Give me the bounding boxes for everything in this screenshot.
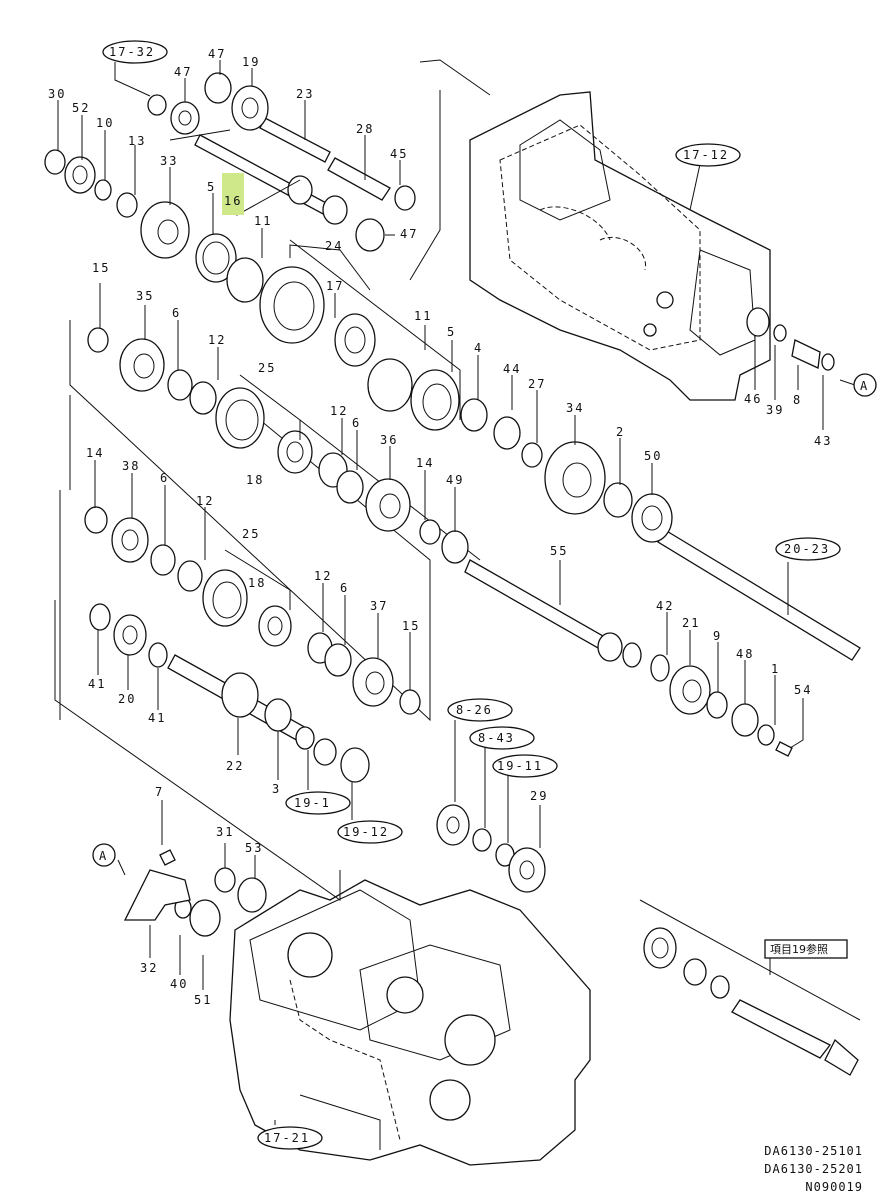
- callout-30: 30: [48, 87, 66, 101]
- callout-38: 38: [122, 459, 140, 473]
- callout-35: 35: [136, 289, 154, 303]
- callout-42: 42: [656, 599, 674, 613]
- ref-marker-a-right: A: [860, 379, 869, 393]
- callout-54: 54: [794, 683, 812, 697]
- callout-33: 33: [160, 154, 178, 168]
- drawing-code-1: DA6130-25101: [764, 1144, 863, 1158]
- transmission-case-lower: [229, 879, 591, 1166]
- callout-25b: 25: [242, 527, 260, 541]
- callout-32: 32: [140, 961, 158, 975]
- callout-41a: 41: [88, 677, 106, 691]
- callout-25a: 25: [258, 361, 276, 375]
- callout-15b: 15: [402, 619, 420, 633]
- callout-8-26: 8-26: [456, 703, 493, 717]
- callout-2: 2: [616, 425, 625, 439]
- callout-29: 29: [530, 789, 548, 803]
- callout-34: 34: [566, 401, 584, 415]
- callout-47c: 47: [400, 227, 418, 241]
- callout-7: 7: [155, 785, 164, 799]
- callout-5b: 5: [447, 325, 456, 339]
- callout-11b: 11: [414, 309, 432, 323]
- callout-1: 1: [771, 662, 780, 676]
- part-number-labels: 30 52 10 13 33 47 47 19 23 28 45 47 5 16…: [48, 45, 869, 1145]
- callout-21: 21: [682, 616, 700, 630]
- callout-9: 9: [713, 629, 722, 643]
- callout-12a: 12: [208, 333, 226, 347]
- circle-callouts: [92, 40, 877, 1150]
- callout-3: 3: [272, 782, 281, 796]
- callout-14b: 14: [86, 446, 104, 460]
- leader-lines: [57, 60, 856, 1125]
- callout-12c: 12: [196, 494, 214, 508]
- callout-6c: 6: [160, 471, 169, 485]
- callout-36: 36: [380, 433, 398, 447]
- drawing-code-2: DA6130-25201: [764, 1162, 863, 1176]
- callout-17-32: 17-32: [109, 45, 155, 59]
- callout-31: 31: [216, 825, 234, 839]
- callout-19-12: 19-12: [343, 825, 389, 839]
- callout-27: 27: [528, 377, 546, 391]
- callout-18b: 18: [248, 576, 266, 590]
- reference-note: 項目19参照: [770, 942, 828, 956]
- callout-23: 23: [296, 87, 314, 101]
- callout-50: 50: [644, 449, 662, 463]
- callout-24: 24: [325, 239, 343, 253]
- callout-17-21: 17-21: [264, 1131, 310, 1145]
- callout-53: 53: [245, 841, 263, 855]
- callout-52: 52: [72, 101, 90, 115]
- callout-48: 48: [736, 647, 754, 661]
- callout-22: 22: [226, 759, 244, 773]
- callout-17-12: 17-12: [683, 148, 729, 162]
- callout-20-23: 20-23: [784, 542, 830, 556]
- drawing-code-3: N090019: [805, 1180, 863, 1194]
- callout-43: 43: [814, 434, 832, 448]
- callout-6b: 6: [352, 416, 361, 430]
- callout-8: 8: [793, 393, 802, 407]
- callout-51: 51: [194, 993, 212, 1007]
- callout-4: 4: [474, 341, 483, 355]
- callout-17: 17: [326, 279, 344, 293]
- callout-55: 55: [550, 544, 568, 558]
- ref-marker-a-left: A: [99, 849, 108, 863]
- callout-14a: 14: [416, 456, 434, 470]
- callout-6a: 6: [172, 306, 181, 320]
- callout-8-43: 8-43: [478, 731, 515, 745]
- callout-39: 39: [766, 403, 784, 417]
- callout-44: 44: [503, 362, 521, 376]
- callout-40: 40: [170, 977, 188, 991]
- transmission-case-upper: [469, 91, 771, 401]
- callout-46: 46: [744, 392, 762, 406]
- callout-28: 28: [356, 122, 374, 136]
- callout-49: 49: [446, 473, 464, 487]
- callout-20: 20: [118, 692, 136, 706]
- callout-12b: 12: [330, 404, 348, 418]
- callout-19-1: 19-1: [294, 796, 331, 810]
- parts-shapes: [44, 72, 835, 999]
- highlight-box: [222, 173, 244, 215]
- callout-5a: 5: [207, 180, 216, 194]
- callout-45: 45: [390, 147, 408, 161]
- callout-12d: 12: [314, 569, 332, 583]
- callout-41b: 41: [148, 711, 166, 725]
- callout-47a: 47: [174, 65, 192, 79]
- callout-19: 19: [242, 55, 260, 69]
- callout-15a: 15: [92, 261, 110, 275]
- callout-10: 10: [96, 116, 114, 130]
- callout-6d: 6: [340, 581, 349, 595]
- callout-11a: 11: [254, 214, 272, 228]
- callout-37: 37: [370, 599, 388, 613]
- callout-19-11: 19-11: [497, 759, 543, 773]
- callout-13: 13: [128, 134, 146, 148]
- callout-18a: 18: [246, 473, 264, 487]
- callout-47b: 47: [208, 47, 226, 61]
- callout-16: 16: [224, 194, 242, 208]
